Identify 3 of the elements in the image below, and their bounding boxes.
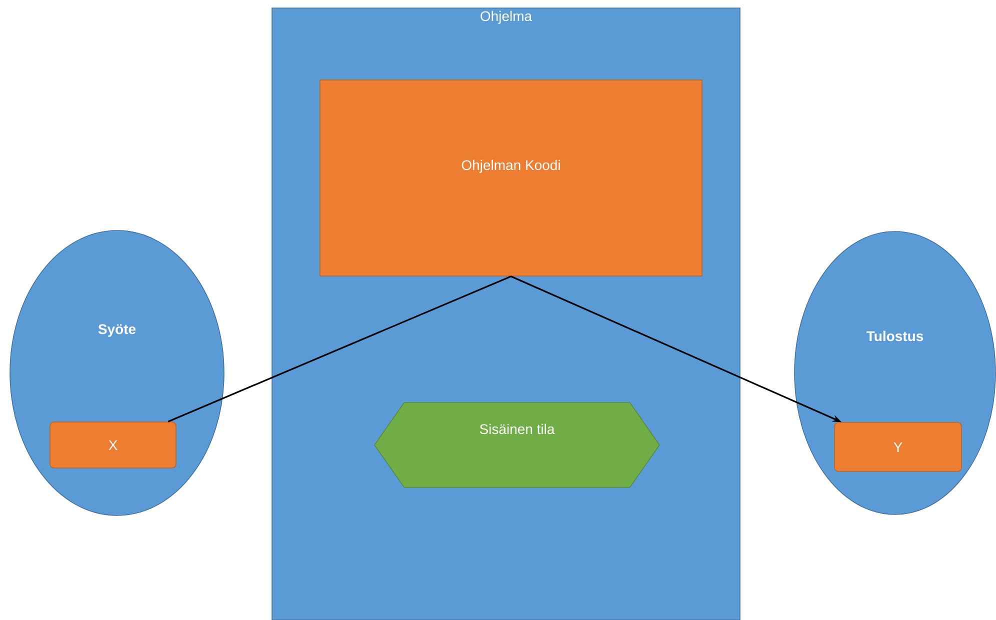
input-box: X: [50, 422, 176, 468]
code-box: Ohjelman Koodi: [320, 80, 702, 276]
output-box: Y: [834, 422, 962, 472]
